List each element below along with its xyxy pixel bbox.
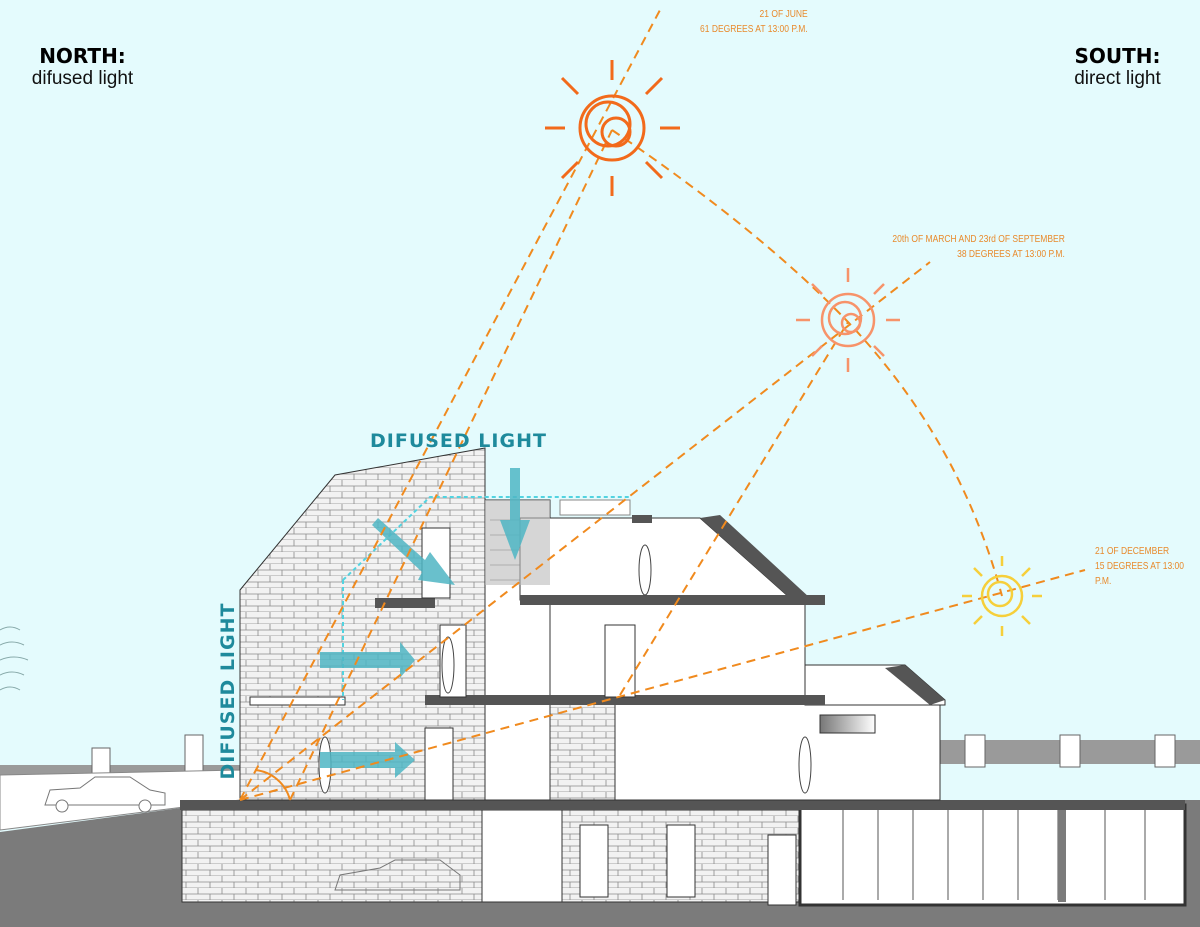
north-subtitle: difused light	[31, 68, 134, 89]
diffuse-arrows	[320, 468, 530, 778]
ray-equinox	[239, 261, 931, 801]
sun-rays	[239, 9, 1086, 801]
sun-june-date: 21 OF JUNE	[759, 9, 808, 20]
boundary-wall	[0, 734, 1200, 831]
north-title: NORTH:	[39, 44, 126, 68]
sun-june-angle: 61 DEGREES AT 13:00 P.M.	[700, 24, 808, 35]
sun-june-label: 21 OF JUNE 61 DEGREES AT 13:00 P.M.	[700, 7, 808, 37]
sun-equinox-icon	[796, 268, 900, 372]
sun-december-label: 21 OF DECEMBER 15 DEGREES AT 13:00 P.M.	[1095, 544, 1184, 589]
car-street	[44, 776, 166, 813]
sun-equinox-label: 20th OF MARCH AND 23rd OF SEPTEMBER 38 D…	[893, 232, 1065, 262]
sun-equinox-date: 20th OF MARCH AND 23rd OF SEPTEMBER	[892, 234, 1065, 245]
reflected-ray	[289, 129, 613, 801]
arrow-right-icon	[320, 642, 415, 678]
sun-december-icon	[962, 556, 1042, 636]
sun-equinox-angle: 38 DEGREES AT 13:00 P.M.	[957, 249, 1065, 260]
sun-december-date: 21 OF DECEMBER	[1095, 546, 1170, 557]
south-label: SOUTH: direct light	[1055, 44, 1180, 90]
arrow-diagonal-icon	[372, 518, 455, 585]
difused-light-side-label: DIFUSED LIGHT	[217, 602, 239, 780]
diffuse-light-paths	[342, 496, 630, 700]
south-subtitle: direct light	[1074, 68, 1161, 89]
car-garage	[334, 859, 461, 891]
south-title: SOUTH:	[1074, 44, 1161, 68]
angle-arc	[254, 769, 291, 801]
sun-december-angle: 15 DEGREES AT 13:00 P.M.	[1095, 561, 1184, 587]
ray-december	[239, 569, 1086, 801]
arrow-right-icon	[320, 742, 415, 778]
difused-light-top-label: DIFUSED LIGHT	[370, 430, 547, 452]
arrow-down-icon	[500, 468, 530, 560]
north-label: NORTH: difused light	[20, 44, 145, 90]
basement	[180, 800, 1187, 907]
sun-june-icon	[545, 60, 680, 196]
tree	[0, 626, 29, 691]
